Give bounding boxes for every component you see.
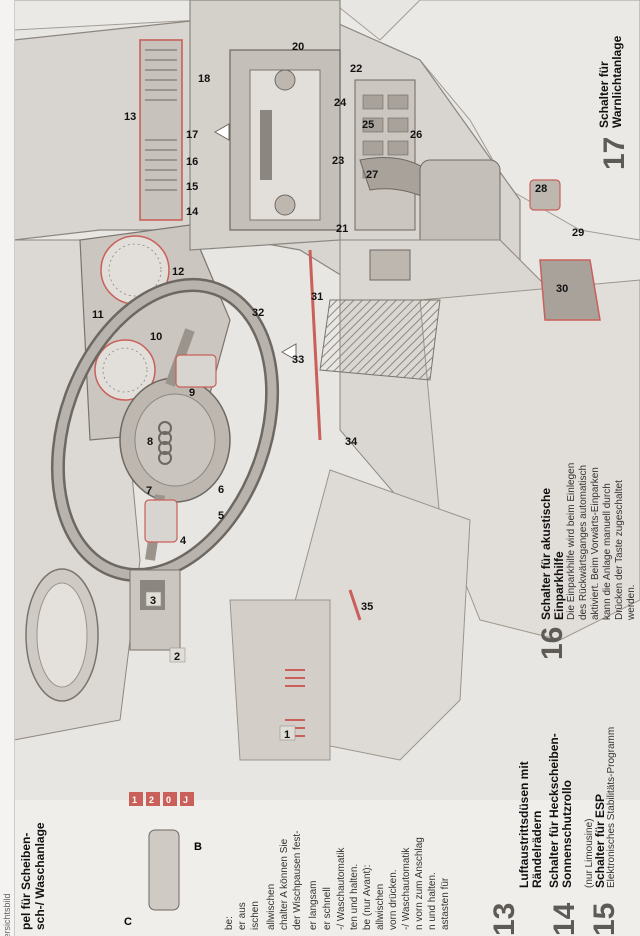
switch-label-c: C <box>124 916 132 928</box>
left-line-13: vorn drücken. <box>388 869 399 930</box>
left-line-9: -/ Waschautomatik <box>336 847 347 930</box>
left-text-column: 1 2 0 J B C pel für Scheiben- sch-/ Wasc… <box>14 780 454 936</box>
svg-text:12: 12 <box>172 266 184 278</box>
left-line-12: allwischen <box>375 883 386 930</box>
page-edge-strip <box>0 0 15 936</box>
item-17-number: 17 <box>598 136 631 170</box>
item-15-number: 15 <box>588 902 621 936</box>
switch-step-2: 2 <box>149 795 154 805</box>
item-13-number: 13 <box>488 902 521 936</box>
svg-text:30: 30 <box>556 283 568 295</box>
left-line-10: ten und halten. <box>349 863 360 930</box>
item-14: 14 <box>548 903 582 936</box>
svg-text:6: 6 <box>218 484 224 496</box>
svg-text:32: 32 <box>252 307 264 319</box>
svg-text:21: 21 <box>336 223 348 235</box>
item-16: 16 <box>536 627 570 660</box>
svg-text:29: 29 <box>572 227 584 239</box>
item-17-title: Schalter für Warnlichtanlage <box>597 35 624 128</box>
svg-text:9: 9 <box>189 387 195 399</box>
left-line-14: -/ Waschautomatik <box>401 847 412 930</box>
svg-text:33: 33 <box>292 354 304 366</box>
svg-text:14: 14 <box>186 206 199 218</box>
svg-text:2: 2 <box>174 651 180 663</box>
left-line-16: n und halten. <box>427 872 438 930</box>
wiper-switch-diagram: 1 2 0 J B C <box>124 792 202 928</box>
item-15: 15 <box>588 903 622 936</box>
left-line-4: allwischen <box>266 883 277 930</box>
svg-text:27: 27 <box>366 169 378 181</box>
left-line-11: be (nur Avant): <box>362 864 373 930</box>
left-line-7: er langsam <box>308 880 319 930</box>
page-header: Übersichtsbild <box>2 893 12 936</box>
item-17: 17 <box>598 137 632 170</box>
svg-text:34: 34 <box>345 436 358 448</box>
svg-text:18: 18 <box>198 73 210 85</box>
svg-text:16: 16 <box>186 156 198 168</box>
item-13-title: Luftaustrittsdüsen mit Rändelrädern <box>517 761 544 888</box>
item-16-number: 16 <box>536 626 569 660</box>
callout-labels: 1 2 3 4 5 6 7 8 9 10 11 12 13 14 15 16 1… <box>92 41 584 741</box>
left-line-8: er schnell <box>322 887 333 930</box>
left-line-1: be: <box>224 916 235 930</box>
item-16-title: Schalter für akustische Einparkhilfe <box>539 487 566 620</box>
svg-text:11: 11 <box>92 309 104 321</box>
svg-text:10: 10 <box>150 331 162 343</box>
svg-text:4: 4 <box>180 535 187 547</box>
left-line-2: er aus <box>237 902 248 930</box>
switch-step-0: 0 <box>166 795 171 805</box>
svg-text:35: 35 <box>361 601 373 613</box>
svg-text:25: 25 <box>362 119 374 131</box>
left-line-3: ischen <box>250 901 261 930</box>
left-header-2: sch-/ Waschanlage <box>33 822 47 930</box>
svg-text:17: 17 <box>186 129 198 141</box>
svg-text:31: 31 <box>311 291 323 303</box>
item-14-title: Schalter für Heckscheiben-Sonnenschutzro… <box>547 733 574 888</box>
svg-text:15: 15 <box>186 181 198 193</box>
left-line-17: astasten für <box>440 877 451 930</box>
left-line-5: chalter A können Sie <box>279 838 290 930</box>
svg-text:7: 7 <box>146 485 152 497</box>
svg-text:8: 8 <box>147 436 153 448</box>
svg-text:28: 28 <box>535 183 547 195</box>
left-header-1: pel für Scheiben- <box>19 832 33 930</box>
svg-text:1: 1 <box>284 729 290 741</box>
svg-text:26: 26 <box>410 129 422 141</box>
svg-text:3: 3 <box>150 595 156 607</box>
switch-step-j: J <box>183 795 188 805</box>
item-16-desc: Die Einparkhilfe wird beim Einlegen des … <box>566 462 637 620</box>
svg-text:20: 20 <box>292 41 304 53</box>
left-line-15: n vorn zum Anschlag <box>414 837 425 930</box>
svg-text:23: 23 <box>332 155 344 167</box>
item-15-desc: Elektronisches Stabilitäts-Programm <box>606 726 617 888</box>
switch-label-b: B <box>194 841 202 853</box>
left-line-6: der Wischpausen fest- <box>292 830 303 931</box>
item-14-number: 14 <box>548 902 581 936</box>
svg-text:5: 5 <box>218 510 224 522</box>
switch-step-1: 1 <box>132 795 137 805</box>
svg-text:22: 22 <box>350 63 362 75</box>
svg-text:24: 24 <box>334 97 347 109</box>
svg-text:13: 13 <box>124 111 136 123</box>
